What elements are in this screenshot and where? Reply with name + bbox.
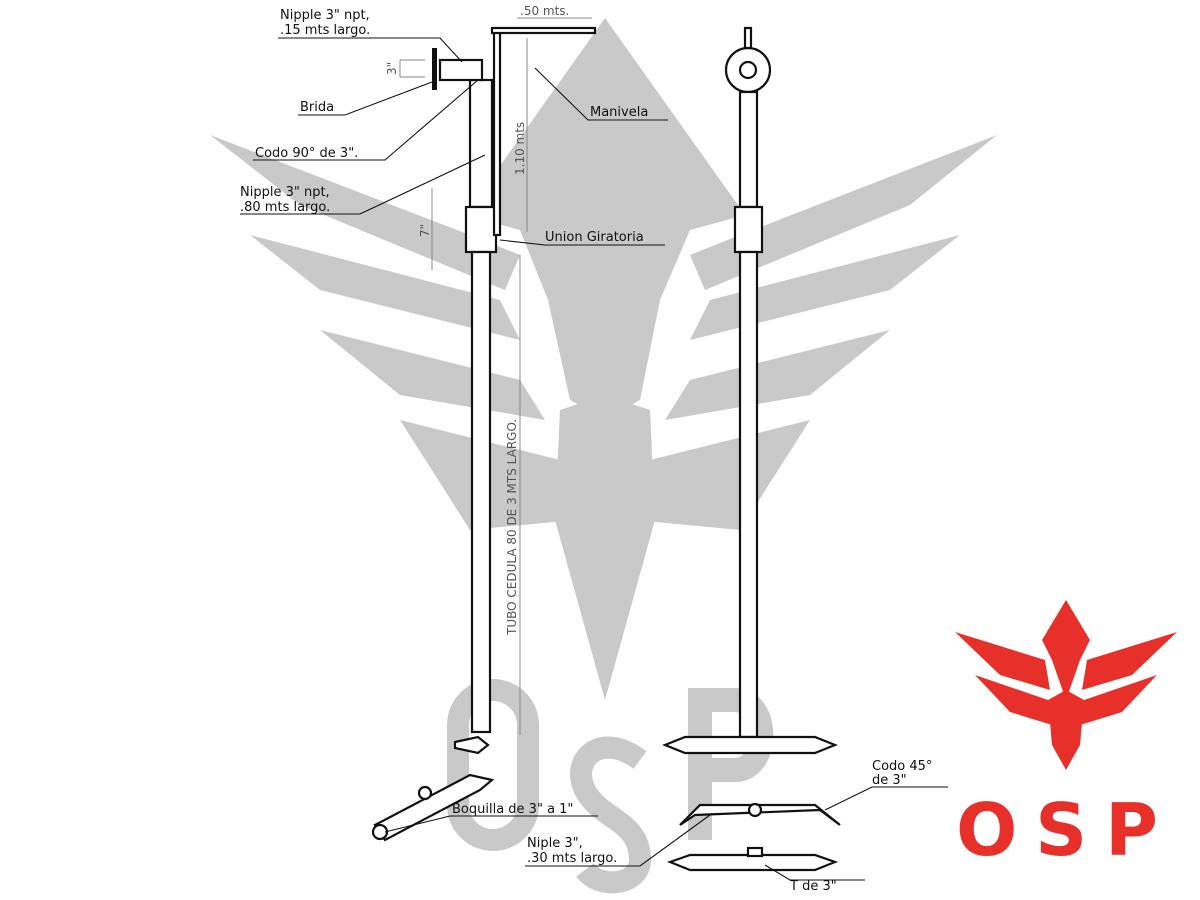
label-boquilla: Boquilla de 3" a 1" bbox=[452, 802, 573, 817]
dim-crank-width: .50 mts. bbox=[520, 4, 569, 18]
label-nipple-short-1: Nipple 3" npt, bbox=[280, 8, 370, 23]
label-nipple-short-2: .15 mts largo. bbox=[280, 23, 370, 38]
label-niple-2: .30 mts largo. bbox=[527, 851, 617, 866]
osp-logo: OSP bbox=[955, 600, 1177, 872]
label-codo-90: Codo 90° de 3". bbox=[255, 146, 358, 161]
osp-logo-text: OSP bbox=[956, 788, 1176, 872]
label-union-giratoria: Union Giratoria bbox=[545, 230, 644, 245]
front-view-assembly bbox=[662, 26, 841, 872]
dim-tube: TUBO CEDULA 80 DE 3 MTS LARGO. bbox=[505, 419, 519, 636]
side-view-assembly bbox=[371, 17, 597, 842]
label-tee: T de 3" bbox=[789, 879, 837, 894]
label-niple-1: Niple 3", bbox=[527, 836, 583, 851]
label-manivela: Manivela bbox=[590, 105, 648, 120]
watermark-eagle bbox=[210, 18, 997, 700]
label-codo-45-1: Codo 45° bbox=[872, 759, 932, 774]
watermark-osp bbox=[447, 679, 774, 894]
dim-flange: 3" bbox=[385, 62, 399, 75]
label-codo-45-2: de 3" bbox=[872, 773, 907, 788]
label-nipple-long-1: Nipple 3" npt, bbox=[240, 185, 330, 200]
leader-lines bbox=[240, 37, 948, 881]
label-brida: Brida bbox=[300, 100, 334, 115]
label-nipple-long-2: .80 mts largo. bbox=[240, 200, 330, 215]
dim-crank-height: 1.10 mts bbox=[513, 122, 527, 175]
dim-union-height: 7" bbox=[418, 224, 432, 237]
